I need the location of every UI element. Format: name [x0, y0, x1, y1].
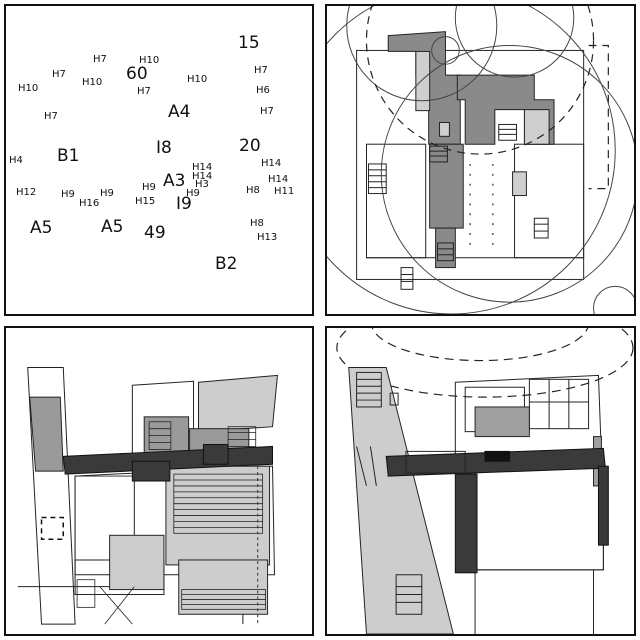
zone-label: H14 [192, 162, 213, 173]
zone-label: H7 [254, 65, 268, 76]
zone-label: A5 [30, 218, 53, 238]
zone-label: H10 [18, 83, 39, 94]
zone-label: 20 [239, 136, 261, 156]
zone-label: H10 [82, 77, 103, 88]
zone-label: I8 [156, 138, 172, 158]
zone-label: H7 [137, 86, 151, 97]
plan-tonal [4, 326, 314, 636]
zone-label: H13 [257, 232, 278, 243]
zone-label: H7 [93, 54, 107, 65]
zone-label: A5 [101, 217, 124, 237]
zone-label: H7 [52, 69, 66, 80]
zone-label: I9 [176, 194, 192, 214]
zone-label: 49 [144, 223, 166, 243]
zone-label: H6 [256, 85, 270, 96]
zone-label: H9 [142, 182, 156, 193]
zone-label: H14 [261, 158, 282, 169]
zone-label: 60 [126, 64, 148, 84]
plan-tonal-arcs [325, 326, 636, 636]
zone-label: H15 [135, 196, 156, 207]
zone-label: H8 [246, 185, 260, 196]
zone-label: H9 [61, 189, 75, 200]
zone-label: H10 [139, 55, 160, 66]
plan-tonal-arcs-drawing [336, 328, 634, 634]
zone-label: H10 [187, 74, 208, 85]
plan-circle-overlay-drawing [327, 6, 634, 314]
zone-label: H7 [44, 111, 58, 122]
zone-label: H16 [79, 198, 100, 209]
zone-label: H8 [250, 218, 264, 229]
zone-label: H7 [260, 106, 274, 117]
plan-tonal-drawing [17, 366, 278, 625]
zone-label: H9 [186, 188, 200, 199]
zone-label: A3 [163, 171, 186, 191]
zone-label: A4 [168, 102, 191, 122]
plan-circle-overlay [325, 4, 636, 316]
zone-label: B1 [57, 146, 80, 166]
zone-label: H12 [16, 187, 37, 198]
zone-label: H4 [9, 155, 23, 166]
zone-label: H14 [192, 171, 213, 182]
zone-label: 15 [238, 33, 260, 53]
zone-label: H3 [195, 179, 209, 190]
zone-label: B2 [215, 254, 238, 274]
zone-label: H9 [100, 188, 114, 199]
zone-label-map: H7 H10 60 15 H7 H10 H7 H10 H7 H10 H6 A4 … [4, 4, 314, 316]
zone-label: H11 [274, 186, 295, 197]
zone-label: H14 [268, 174, 289, 185]
